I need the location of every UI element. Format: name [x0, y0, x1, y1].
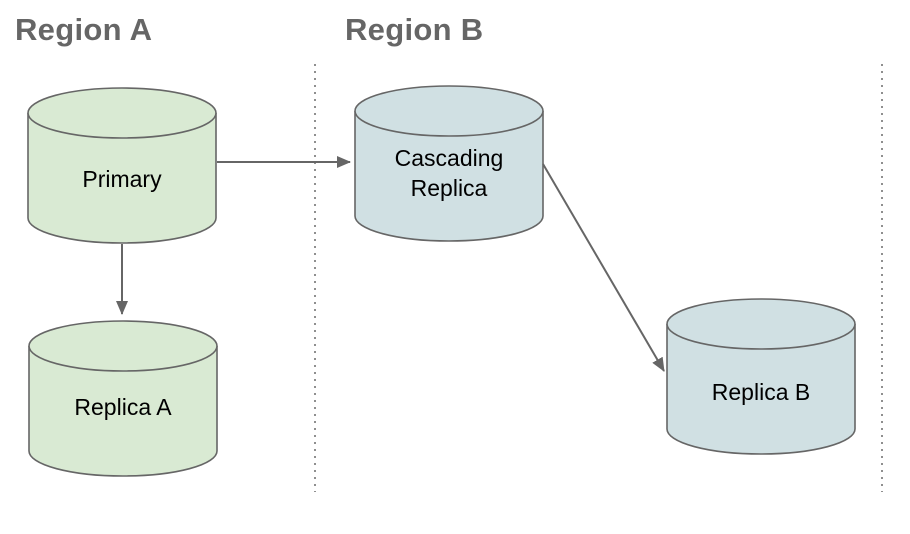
node-label-text: Replica B: [711, 378, 811, 405]
node-replica-a-label: Replica A: [28, 320, 218, 477]
node-primary-label: Primary: [27, 87, 217, 244]
database-cylinder-icon: [666, 298, 856, 455]
cylinder-body: [27, 113, 217, 244]
region-a-label: Region A: [15, 12, 153, 47]
node-replica-a: Replica A: [28, 320, 218, 477]
node-replica-b-label: Replica B: [666, 298, 856, 455]
node-cascading-replica-label: Cascading Replica: [354, 85, 544, 242]
cylinder-top: [354, 85, 544, 137]
node-label-text: Primary: [82, 166, 162, 193]
database-cylinder-icon: [354, 85, 544, 242]
node-primary: Primary: [27, 87, 217, 244]
edge-cascading-replica-to-replica-b: [542, 163, 665, 372]
cylinder-body: [666, 324, 856, 455]
database-cylinder-icon: [28, 320, 218, 477]
cylinder-top: [28, 320, 218, 372]
database-cylinder-icon: [27, 87, 217, 244]
region-separator-left: [314, 64, 316, 492]
cylinder-body: [354, 111, 544, 242]
region-separator-right: [881, 64, 883, 492]
region-b-label: Region B: [345, 12, 484, 47]
node-cascading-replica: Cascading Replica: [354, 85, 544, 242]
cylinder-top: [27, 87, 217, 139]
node-label-text: Cascading Replica: [394, 144, 504, 201]
node-replica-b: Replica B: [666, 298, 856, 455]
node-label-text: Replica A: [74, 393, 172, 420]
cylinder-body: [28, 346, 218, 477]
cylinder-top: [666, 298, 856, 350]
